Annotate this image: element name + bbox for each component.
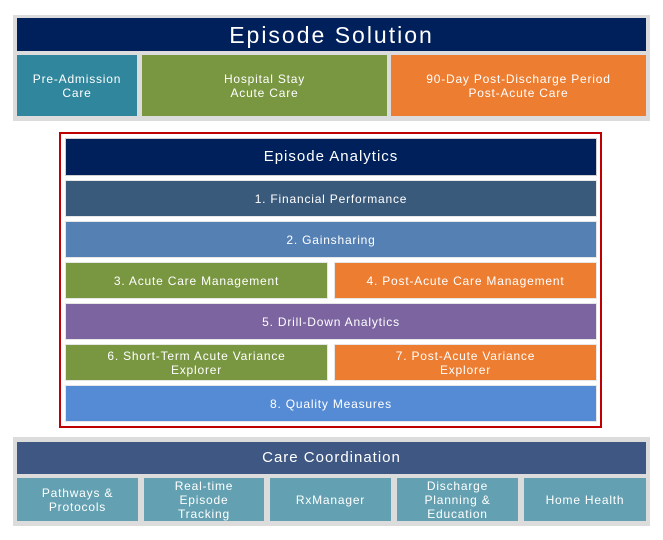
- module-quality-measures: 8. Quality Measures: [65, 385, 597, 422]
- care-item-discharge-planning-education: Discharge Planning & Education: [397, 478, 518, 521]
- module-post-acute-variance-explorer: 7. Post-Acute Variance Explorer: [334, 344, 597, 381]
- module-post-acute-care-management: 4. Post-Acute Care Management: [334, 262, 597, 299]
- module-gainsharing: 2. Gainsharing: [65, 221, 597, 258]
- phase-pre-admission: Pre-Admission Care: [17, 55, 137, 116]
- care-coordination-title: Care Coordination: [17, 442, 646, 474]
- care-item-realtime-episode-tracking: Real-time Episode Tracking: [144, 478, 264, 521]
- episode-solution-title: Episode Solution: [17, 18, 646, 51]
- phase-post-discharge: 90-Day Post-Discharge Period Post-Acute …: [391, 55, 646, 116]
- episode-analytics-title: Episode Analytics: [65, 138, 597, 176]
- care-item-pathways-protocols: Pathways & Protocols: [17, 478, 138, 521]
- module-short-term-acute-variance-explorer: 6. Short-Term Acute Variance Explorer: [65, 344, 328, 381]
- module-drill-down-analytics: 5. Drill-Down Analytics: [65, 303, 597, 340]
- module-acute-care-management: 3. Acute Care Management: [65, 262, 328, 299]
- care-item-home-health: Home Health: [524, 478, 646, 521]
- module-financial-performance: 1. Financial Performance: [65, 180, 597, 217]
- care-item-rxmanager: RxManager: [270, 478, 391, 521]
- phase-hospital-stay: Hospital Stay Acute Care: [142, 55, 387, 116]
